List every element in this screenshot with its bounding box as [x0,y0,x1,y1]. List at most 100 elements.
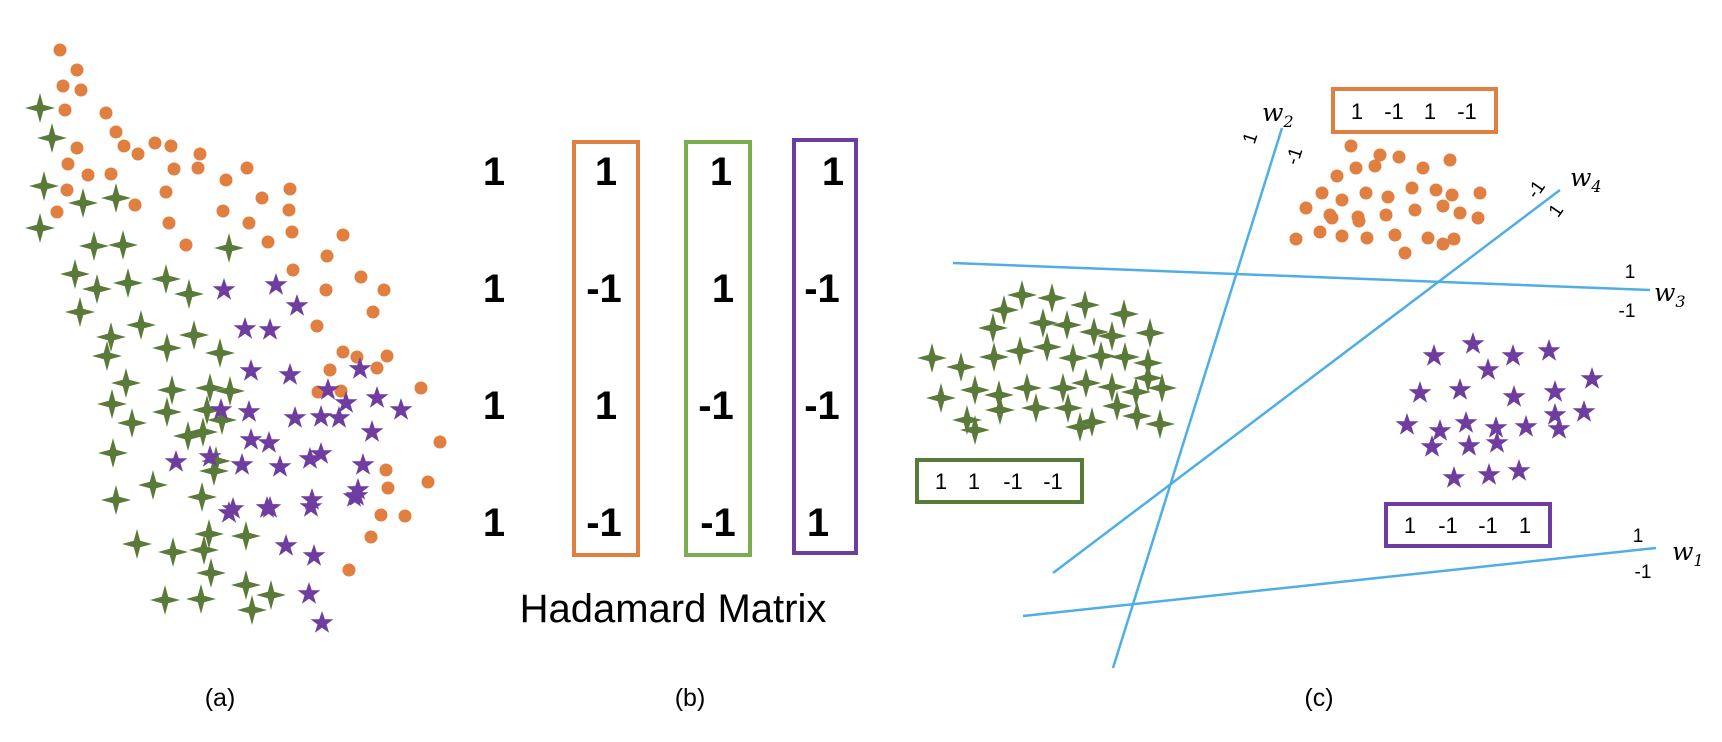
column-0: 1 1 1 1 [483,150,505,545]
code-box-orange: 1 -1 1 -1 [1331,87,1498,134]
orange-circle-point [1443,153,1457,167]
orange-circle-point [109,125,123,139]
green-cross-point [92,341,122,371]
purple-star-point [212,278,236,300]
purple-star-point [239,428,263,450]
green-cross-point [151,264,181,294]
orange-circle-point [421,475,435,489]
orange-circle-point [159,185,173,199]
orange-circle-point [1398,246,1412,260]
orange-circle-point [242,216,256,230]
orange-circle-point [1392,150,1406,164]
orange-circle-point [334,384,348,398]
green-cross-point [1058,343,1088,373]
orange-circle-point [1330,169,1344,183]
purple-star-point [264,273,288,295]
orange-circle-point [1408,203,1422,217]
orange-circle-point [1325,211,1339,225]
purple-star-point [268,455,292,477]
matrix-cell: -1 [804,384,840,428]
orange-circle-point [336,228,350,242]
matrix-cell: 1 [483,384,505,428]
green-cross-point [214,233,244,263]
green-cross-point [1071,368,1101,398]
green-cross-point [195,373,225,403]
orange-circle-point [179,238,193,252]
matrix-cell: 1 [483,267,505,311]
orange-circle-point [1373,148,1387,162]
matrix-cell: -1 [586,267,622,311]
green-cross-point [111,368,141,398]
purple-star-point [360,420,384,442]
cluster-purple-stars [1395,332,1604,488]
code-value: -1 [1384,99,1404,124]
green-cross-point [101,485,131,515]
hyperplane-negative-side: -1 [1523,177,1550,203]
code-value: -1 [1043,469,1063,494]
purple-star-point [1454,411,1478,433]
purple-star-point [1485,431,1509,453]
orange-circle-point [1299,201,1313,215]
green-cross-point [158,537,188,567]
purple-star-point [1442,466,1466,488]
purple-star-point [1457,434,1481,456]
purple-star-point [257,431,281,453]
green-cross-point [157,375,187,405]
green-cross-point [186,584,216,614]
orange-circle-point [1447,232,1461,246]
orange-circle-point [414,381,428,395]
hyperplane-w2-label: w2 1 -1 [1239,98,1307,168]
orange-circle-point [56,79,70,93]
orange-circle-point [433,435,447,449]
orange-circle-point [398,509,412,523]
purple-star-point [327,406,351,428]
orange-circle-point [374,508,388,522]
purple-star-point [351,453,375,475]
hyperplane-w4-label: w4 -1 1 [1523,163,1602,221]
green-cross-point [82,274,112,304]
code-box-border [1331,87,1498,134]
orange-circle-point [1421,231,1435,245]
green-cross-point [29,171,59,201]
orange-circle-point [164,139,178,153]
green-cross-point [65,297,95,327]
purple-star-point [1543,380,1567,402]
code-value: 1 [935,469,947,494]
column-box-orange [572,140,640,557]
orange-circle-point [219,173,233,187]
hyperplane-negative-side: -1 [1619,301,1636,322]
orange-circle-point [1429,183,1443,197]
orange-circle-point [148,136,162,150]
orange-circle-point [193,147,207,161]
green-cross-point [1028,308,1058,338]
green-cross-point [150,585,180,615]
green-cross-point [101,183,131,213]
green-cross-point [138,470,168,500]
purple-star-point [309,405,333,427]
orange-circle-point [240,161,254,175]
panel-label-a: (a) [205,684,236,712]
orange-circle-point [1453,206,1467,220]
hyperplane-w4-line [1052,189,1561,574]
orange-circle-point [364,530,378,544]
green-cross-point [1109,299,1139,329]
green-cross-point [25,93,55,123]
green-cross-point [1037,283,1067,313]
matrix-title: Hadamard Matrix [520,587,827,631]
hyperplane-name: w3 [1654,278,1686,311]
purple-star-point [302,544,326,566]
orange-circle-point [167,162,181,176]
green-cross-point [37,123,67,153]
orange-circle-point [81,168,95,182]
orange-circle-point [381,481,395,495]
orange-circle-point [1445,188,1459,202]
orange-circle-point [283,182,297,196]
green-cross-point [1012,373,1042,403]
code-box-green: 1 1 -1 -1 [915,458,1084,504]
green-cross-point [231,570,261,600]
purple-star-point [365,386,389,408]
orange-circle-point [261,235,275,249]
green-cross-point [215,376,245,406]
orange-circle-point [1381,190,1395,204]
orange-circle-point [1473,186,1487,200]
